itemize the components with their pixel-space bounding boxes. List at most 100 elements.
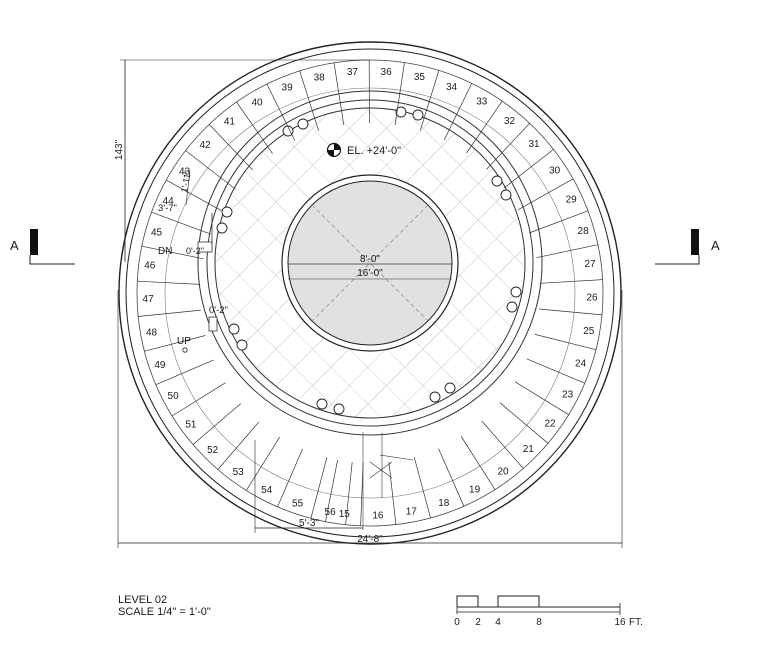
stair-up-arrow-icon — [182, 347, 188, 353]
tread-line — [514, 381, 569, 415]
tread-number: 38 — [314, 72, 326, 83]
scale-tick-2: 2 — [475, 617, 481, 628]
section-marker-left: A — [10, 229, 75, 265]
stair-offset-label: 5'-3" — [299, 518, 319, 529]
tread-number: 16 — [372, 510, 384, 521]
tread-line — [539, 279, 603, 284]
tread-line — [503, 149, 554, 189]
tread-number: 34 — [446, 82, 458, 93]
tread-dim-a-line — [185, 169, 191, 206]
tread-line — [155, 359, 214, 386]
tread-number: 56 — [325, 507, 337, 518]
tread-line — [536, 244, 598, 259]
tread-line — [151, 211, 211, 235]
tread-line — [333, 62, 345, 126]
tread-number: 49 — [154, 360, 166, 371]
tread-number: 41 — [224, 117, 236, 128]
outer-wall-inner — [125, 48, 615, 538]
tread-number: 47 — [143, 294, 155, 305]
section-marker-right-icon — [691, 229, 699, 255]
core-dimension: 8'-0" — [360, 254, 380, 265]
tread-line — [499, 402, 549, 444]
tread-number: 52 — [207, 445, 219, 456]
tread-line — [299, 70, 320, 132]
tread-number: 29 — [566, 195, 578, 206]
tread-number: 37 — [347, 67, 359, 78]
stair-down-label: DN — [158, 246, 172, 257]
core-diag-1 — [311, 204, 429, 322]
tread-dim-b: 3'-7" — [158, 203, 177, 214]
tread-line — [539, 308, 603, 316]
tread-line — [486, 123, 530, 170]
tread-line — [419, 70, 440, 131]
section-label-left: A — [10, 238, 19, 253]
scale-tick-16: 16 — [614, 617, 626, 628]
platform-edge-outer — [197, 90, 543, 436]
section-label-right: A — [711, 238, 720, 253]
tread-number: 18 — [438, 498, 450, 509]
tread-line — [236, 101, 273, 154]
tread-line — [388, 461, 397, 525]
scale-tick-4: 4 — [495, 617, 501, 628]
tread-line — [208, 124, 253, 171]
overall-height-label: 143" — [114, 139, 125, 160]
stair-up-label: UP — [177, 336, 191, 347]
tread-line — [528, 210, 589, 234]
scale-tick-0: 0 — [454, 617, 460, 628]
level-title: LEVEL 02 — [118, 594, 168, 606]
tread-number: 36 — [381, 67, 393, 78]
tread-number: 15 — [339, 509, 351, 520]
scale-bar: 0 2 4 8 16 FT. — [454, 595, 643, 628]
tread-line — [466, 100, 503, 154]
tread-number: 55 — [292, 498, 304, 509]
tread-number: 23 — [562, 390, 574, 401]
scale-unit: FT. — [629, 617, 643, 628]
tread-number: 42 — [200, 140, 212, 151]
tread-line — [166, 179, 222, 211]
platform-dimension: 16'-0" — [357, 268, 383, 279]
tread-number: 25 — [583, 326, 595, 337]
tread-number: 35 — [414, 72, 426, 83]
tread-number: 43 — [179, 167, 191, 178]
tread-line — [360, 462, 364, 526]
tread-line — [345, 462, 353, 525]
tread-number: 24 — [575, 359, 587, 370]
tread-line — [310, 457, 328, 519]
stair-landing-bottom — [208, 316, 218, 332]
gap-left-label: 0'-2" — [186, 246, 204, 256]
tread-number: 53 — [233, 467, 245, 478]
section-line-right — [655, 255, 700, 265]
tread-number: 26 — [586, 293, 598, 304]
tread-number: 54 — [261, 485, 273, 496]
tread-number: 50 — [168, 391, 180, 402]
tread-number: 30 — [549, 165, 561, 176]
tread-line — [277, 448, 303, 508]
tread-line — [246, 436, 280, 491]
tread-number: 22 — [544, 418, 556, 429]
tread-number: 46 — [144, 261, 156, 272]
tread-line — [185, 150, 236, 190]
tread-number: 40 — [251, 97, 263, 108]
stair-landing-top — [197, 241, 213, 253]
tread-line — [438, 448, 465, 507]
tread-number: 48 — [146, 328, 158, 339]
scale-tick-8: 8 — [536, 617, 542, 628]
elevation-label: EL. +24'-0" — [347, 145, 401, 157]
tread-lines — [137, 59, 603, 526]
tread-line — [141, 245, 204, 260]
scale-note: SCALE 1/4" = 1'-0" — [118, 606, 211, 618]
tread-number: 20 — [497, 466, 509, 477]
elevation-marker-fill — [327, 143, 341, 157]
tread-line — [144, 335, 206, 352]
section-marker-left-icon — [30, 229, 38, 255]
platform-edge-rail — [214, 107, 526, 419]
tread-line — [192, 403, 242, 445]
core-diag-2 — [311, 204, 429, 322]
tread-line — [460, 436, 496, 490]
tread-line — [266, 83, 296, 141]
stair-bottom-detail — [362, 432, 414, 530]
tread-line — [443, 83, 473, 141]
tread-line — [413, 457, 431, 519]
tread-line — [325, 459, 338, 522]
